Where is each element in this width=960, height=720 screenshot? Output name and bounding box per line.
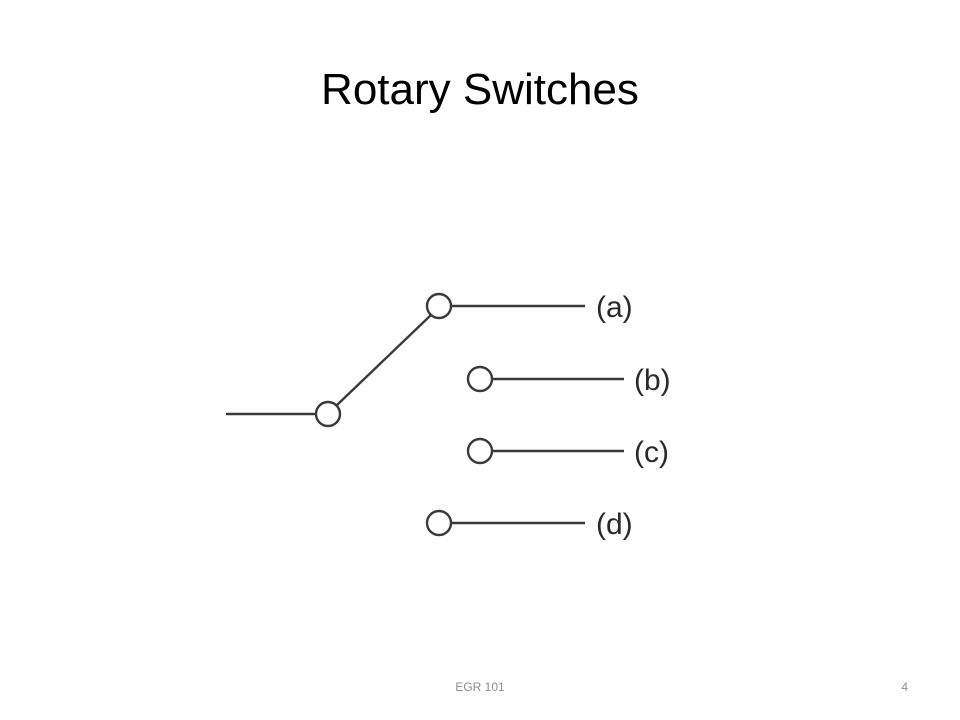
- position-b-terminal: [466, 365, 494, 393]
- position-d-label: (d): [596, 508, 633, 541]
- position-a-label: (a): [596, 291, 633, 324]
- switch-arm: [336, 314, 432, 406]
- position-d-terminal: [425, 509, 453, 537]
- position-b: (b): [466, 364, 671, 397]
- position-c-terminal: [466, 437, 494, 465]
- position-b-label: (b): [634, 364, 671, 397]
- slide-title: Rotary Switches: [321, 65, 639, 114]
- position-c-label: (c): [634, 436, 669, 469]
- pole-terminal: [314, 400, 342, 428]
- position-a-terminal: [425, 292, 453, 320]
- position-c: (c): [466, 436, 669, 469]
- footer-course: EGR 101: [455, 680, 505, 694]
- page-number: 4: [901, 680, 908, 694]
- position-d: (d): [425, 508, 633, 541]
- position-a: (a): [425, 291, 633, 324]
